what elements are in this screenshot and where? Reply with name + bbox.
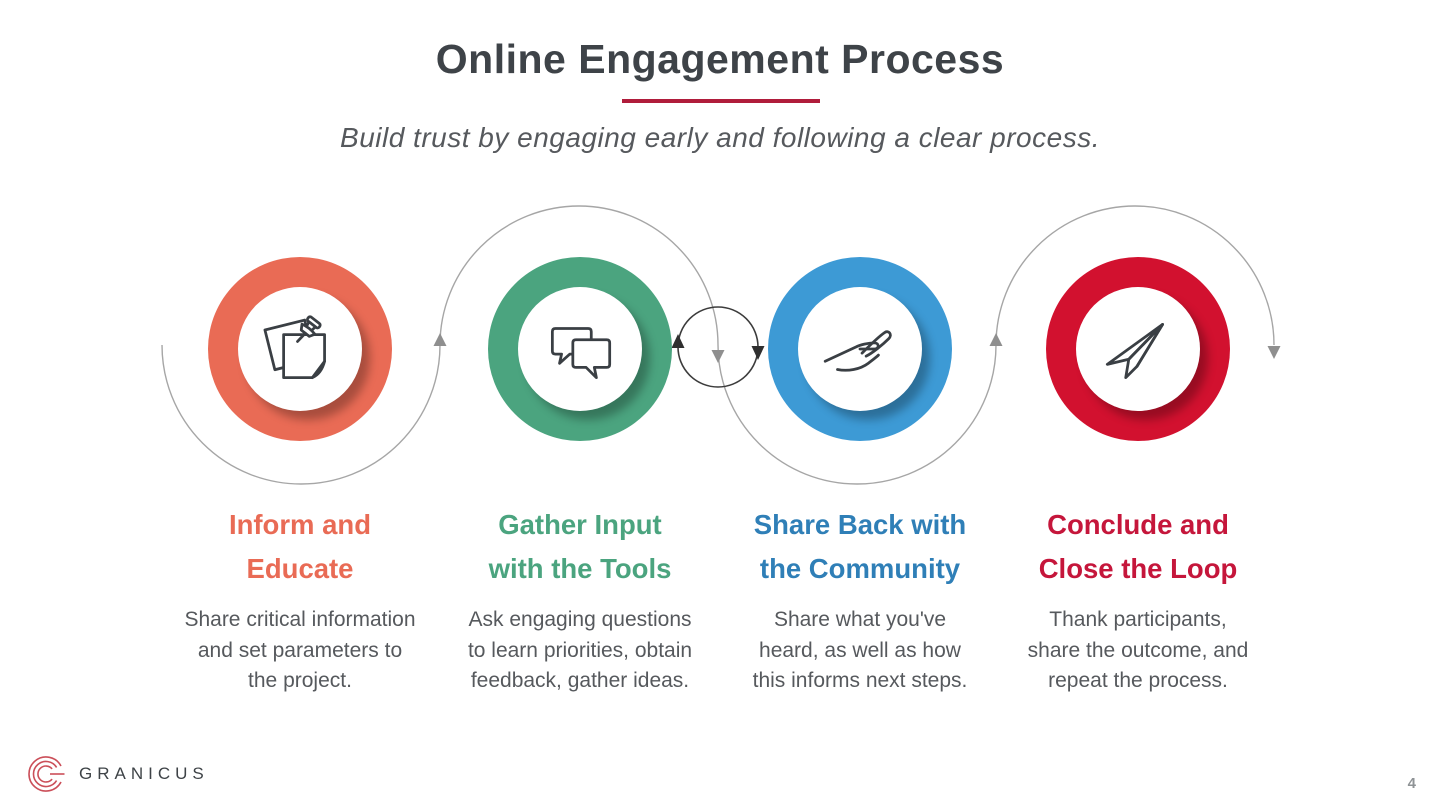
step-title: Share Back with the Community xyxy=(753,509,967,584)
step-circle-inner xyxy=(518,287,642,411)
granicus-logo-icon xyxy=(28,756,65,792)
step-text-conclude: Conclude and Close the Loop Thank partic… xyxy=(988,503,1288,697)
page-number: 4 xyxy=(1407,775,1416,792)
step-circle-inner xyxy=(1076,287,1200,411)
step-description: Thank participants, share the outcome, a… xyxy=(1027,608,1249,692)
step-text-gather: Gather Input with the Tools Ask engaging… xyxy=(430,503,730,697)
s-curve-path xyxy=(161,205,1275,485)
arrow-up-1-icon xyxy=(433,333,447,346)
step-description: Share what you've heard, as well as how … xyxy=(752,608,968,692)
subtitle: Build trust by engaging early and follow… xyxy=(340,122,1100,153)
pinned-notes-icon xyxy=(263,315,326,380)
page-title: Online Engagement Process xyxy=(435,36,1005,82)
brand-footer: GRANICUS xyxy=(26,754,209,794)
step-title: Conclude and Close the Loop xyxy=(1038,509,1238,584)
step-circle-inform xyxy=(208,257,392,441)
brand-wordmark: GRANICUS xyxy=(79,764,209,783)
step-circle-share-back xyxy=(768,257,952,441)
cycle-loop-icon xyxy=(671,306,765,388)
open-hand-icon xyxy=(823,330,892,372)
step-title: Inform and Educate xyxy=(228,509,372,584)
arrow-down-4-icon xyxy=(1267,346,1281,359)
step-circle-conclude xyxy=(1046,257,1230,441)
step-circle-inner xyxy=(798,287,922,411)
paper-plane-icon xyxy=(1105,323,1164,380)
step-text-share-back: Share Back with the Community Share what… xyxy=(710,503,1010,697)
step-title: Gather Input with the Tools xyxy=(488,509,672,584)
title-underline xyxy=(622,99,820,103)
step-description: Share critical information and set param… xyxy=(184,608,416,692)
arrow-up-3-icon xyxy=(989,333,1003,346)
step-text-inform: Inform and Educate Share critical inform… xyxy=(150,503,450,697)
step-description: Ask engaging questions to learn prioriti… xyxy=(467,608,693,692)
step-circle-inner xyxy=(238,287,362,411)
arrow-down-2-icon xyxy=(711,350,725,363)
chat-bubbles-icon xyxy=(550,327,612,380)
step-circle-gather xyxy=(488,257,672,441)
